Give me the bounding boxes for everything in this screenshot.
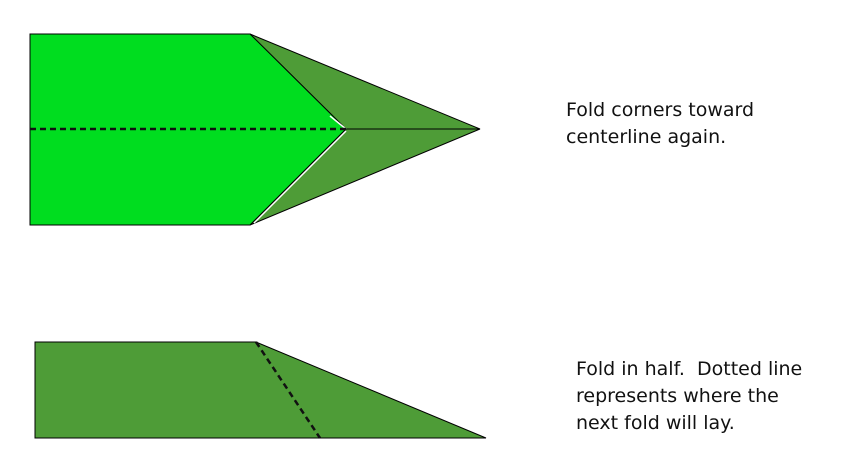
- step2-caption-line: represents where the: [576, 385, 779, 407]
- step2-figure: [34, 341, 487, 439]
- step1-figure: [29, 33, 481, 226]
- step1-body: [29, 33, 347, 226]
- step1-highlight-bottom: [253, 130, 347, 224]
- step1-caption: Fold corners toward centerline again.: [566, 97, 754, 151]
- step1-caption-line: Fold corners toward: [566, 99, 755, 121]
- step2-body: [34, 341, 487, 439]
- step2-caption-line: next fold will lay.: [576, 412, 735, 434]
- step1-highlight-top: [329, 115, 347, 130]
- step2-caption-line: Fold in half. Dotted line: [576, 358, 803, 380]
- step2-caption: Fold in half. Dotted line represents whe…: [576, 356, 802, 437]
- step1-caption-line: centerline again.: [566, 126, 727, 148]
